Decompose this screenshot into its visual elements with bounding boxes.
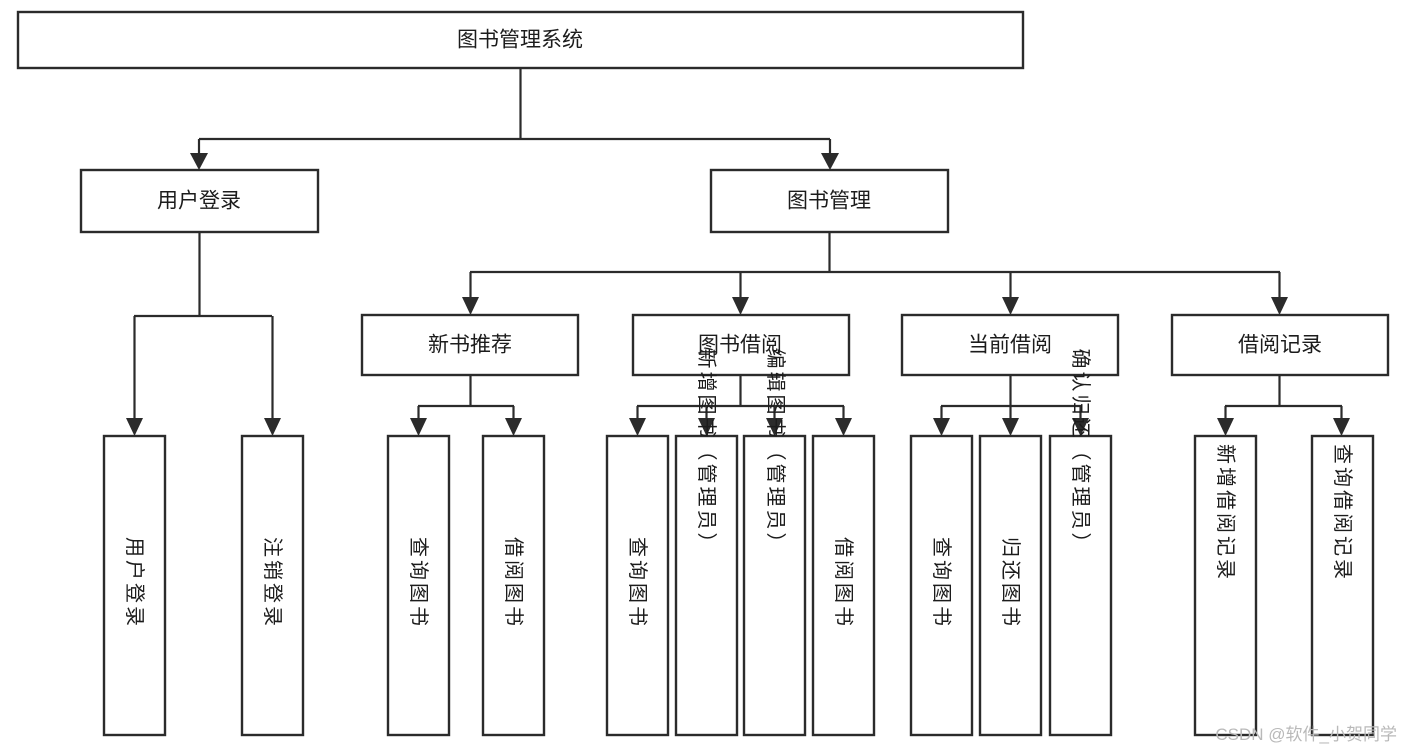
leaf-current-borrow-3-label: 确认归还（管理员）: [1069, 349, 1092, 556]
node-book-borrow-label: 图书借阅: [698, 334, 782, 357]
leaf-current-borrow-2-label: 归还图书: [999, 537, 1022, 629]
arrow-currentborrow-leaf-3: [1072, 418, 1089, 436]
edge-layer: [126, 68, 1350, 436]
leaf-borrow-record-2-label: 查询借阅记录: [1331, 444, 1354, 582]
node-new-book-recommend[interactable]: 新书推荐: [360, 313, 580, 377]
node-current-borrow[interactable]: 当前借阅: [900, 313, 1120, 377]
leaf-book-borrow-4-box[interactable]: [811, 434, 876, 737]
leaf-borrow-record-2[interactable]: 查询借阅记录: [1310, 434, 1375, 737]
node-borrow-record-label: 借阅记录: [1238, 334, 1322, 357]
arrow-to-current-borrow: [1002, 297, 1019, 315]
leaf-borrow-record-2-box[interactable]: [1310, 434, 1375, 737]
leaf-current-borrow-2-box[interactable]: [978, 434, 1043, 737]
arrow-currentborrow-leaf-2: [1002, 418, 1019, 436]
arrow-newbook-leaf-1: [410, 418, 427, 436]
leaf-borrow-record-1[interactable]: 新增借阅记录: [1193, 434, 1258, 737]
leaf-user-login-2-box[interactable]: [240, 434, 305, 737]
leaf-current-borrow-2[interactable]: 归还图书: [978, 434, 1043, 737]
leaf-current-borrow-1-label: 查询图书: [930, 537, 953, 629]
leaf-book-borrow-4[interactable]: 借阅图书: [811, 434, 876, 737]
leaf-user-login-1-box[interactable]: [102, 434, 167, 737]
node-book-manage[interactable]: 图书管理: [709, 168, 950, 234]
arrow-bookborrow-leaf-2: [698, 418, 715, 436]
arrow-to-new-book: [462, 297, 479, 315]
leaf-current-borrow-1[interactable]: 查询图书: [909, 434, 974, 737]
leaf-book-borrow-3-label: 编辑图书（管理员）: [764, 349, 787, 556]
node-book-manage-box[interactable]: [709, 168, 950, 234]
arrow-to-user-login: [190, 153, 208, 170]
node-root-box[interactable]: [16, 10, 1025, 70]
leaf-book-borrow-2-label: 新增图书（管理员）: [695, 349, 718, 556]
node-user-login-label: 用户登录: [157, 190, 241, 213]
node-borrow-record[interactable]: 借阅记录: [1170, 313, 1390, 377]
leaf-new-book-1-label: 查询图书: [407, 537, 430, 629]
leaf-book-borrow-1-box[interactable]: [605, 434, 670, 737]
leaf-new-book-1[interactable]: 查询图书: [386, 434, 451, 737]
leaf-user-login-1[interactable]: 用户登录: [102, 434, 167, 737]
arrow-to-book-borrow: [732, 297, 749, 315]
leaf-new-book-2-label: 借阅图书: [502, 537, 525, 629]
arrow-to-book-manage: [821, 153, 839, 170]
node-user-login[interactable]: 用户登录: [79, 168, 320, 234]
arrow-userlogin-leaf-1: [126, 418, 143, 436]
leaf-user-login-1-label: 用户登录: [123, 537, 146, 629]
leaf-book-borrow-4-label: 借阅图书: [832, 537, 855, 629]
arrow-borrowrecord-leaf-2: [1333, 418, 1350, 436]
node-new-book-recommend-label: 新书推荐: [428, 334, 512, 357]
node-current-borrow-label: 当前借阅: [968, 334, 1052, 357]
leaf-book-borrow-3[interactable]: 编辑图书（管理员）: [742, 349, 807, 737]
node-book-borrow[interactable]: 图书借阅: [631, 313, 851, 377]
leaf-new-book-1-box[interactable]: [386, 434, 451, 737]
arrow-currentborrow-leaf-1: [933, 418, 950, 436]
arrow-borrowrecord-leaf-1: [1217, 418, 1234, 436]
node-book-borrow-box[interactable]: [631, 313, 851, 377]
arrow-bookborrow-leaf-3: [766, 418, 783, 436]
leaf-current-borrow-3[interactable]: 确认归还（管理员）: [1048, 349, 1113, 737]
leaf-book-borrow-3-box[interactable]: [742, 434, 807, 737]
node-root-label: 图书管理系统: [457, 29, 583, 52]
leaf-user-login-2[interactable]: 注销登录: [240, 434, 305, 737]
leaf-current-borrow-1-box[interactable]: [909, 434, 974, 737]
leaf-current-borrow-3-box[interactable]: [1048, 434, 1113, 737]
leaf-user-login-2-label: 注销登录: [261, 537, 284, 629]
arrow-userlogin-leaf-2: [264, 418, 281, 436]
node-current-borrow-box[interactable]: [900, 313, 1120, 377]
node-book-manage-label: 图书管理: [787, 190, 871, 213]
node-user-login-box[interactable]: [79, 168, 320, 234]
arrow-to-borrow-record: [1271, 297, 1288, 315]
leaf-book-borrow-1-label: 查询图书: [626, 537, 649, 629]
leaf-book-borrow-2[interactable]: 新增图书（管理员）: [674, 349, 739, 737]
arrow-newbook-leaf-2: [505, 418, 522, 436]
node-new-book-recommend-box[interactable]: [360, 313, 580, 377]
leaf-book-borrow-2-box[interactable]: [674, 434, 739, 737]
arrow-bookborrow-leaf-4: [835, 418, 852, 436]
node-root[interactable]: 图书管理系统: [16, 10, 1025, 70]
leaf-borrow-record-1-box[interactable]: [1193, 434, 1258, 737]
leaf-book-borrow-1[interactable]: 查询图书: [605, 434, 670, 737]
leaf-new-book-2-box[interactable]: [481, 434, 546, 737]
leaf-borrow-record-1-label: 新增借阅记录: [1214, 444, 1237, 582]
node-borrow-record-box[interactable]: [1170, 313, 1390, 377]
leaf-new-book-2[interactable]: 借阅图书: [481, 434, 546, 737]
arrow-bookborrow-leaf-1: [629, 418, 646, 436]
